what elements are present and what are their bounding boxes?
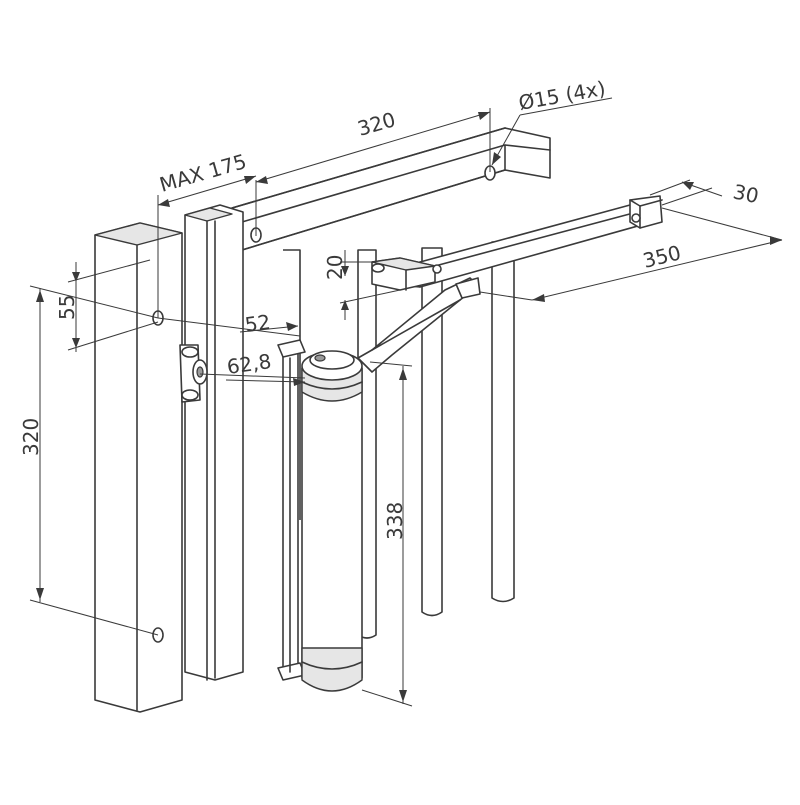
dim-post-hole-offset: 55	[55, 295, 79, 320]
closer-cylinder	[301, 350, 363, 692]
fence-post	[94, 222, 183, 713]
closer-mounting-plate	[277, 339, 306, 681]
hinge	[179, 344, 208, 403]
dim-arm-width: 30	[731, 179, 761, 208]
dimension-lines	[29, 97, 783, 707]
dim-hole-spacing-vertical: 320	[19, 418, 43, 456]
dim-max-offset: MAX 175	[157, 149, 249, 197]
dim-arm-height: 20	[323, 255, 347, 280]
closer-arm	[357, 195, 663, 373]
dim-bracket-offset: 52	[243, 310, 272, 337]
dim-hole-spacing-top: 320	[355, 107, 398, 141]
dim-hole-diameter: Ø15 (4x)	[517, 76, 608, 115]
dim-closer-height: 338	[383, 502, 407, 540]
dim-bracket-width: 62,8	[225, 349, 272, 379]
gate-top-rail	[231, 127, 551, 251]
dim-arm-length: 350	[640, 240, 683, 273]
gate-stile	[184, 204, 244, 681]
